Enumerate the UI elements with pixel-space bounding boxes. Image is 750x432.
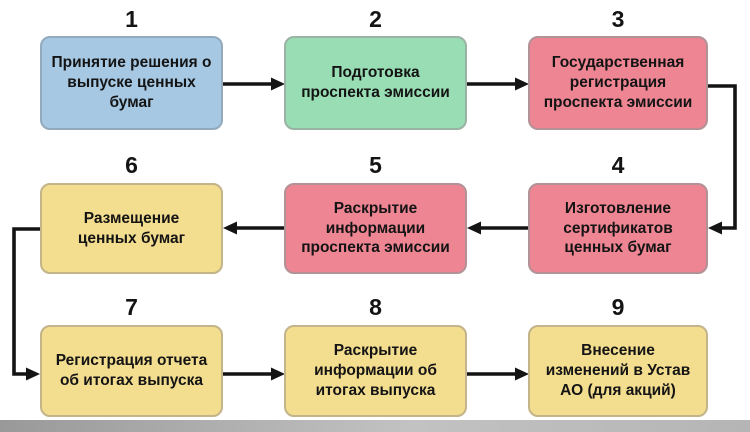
step-5-label: Раскрытие информации проспекта эмиссии [301, 199, 450, 257]
step-3-label: Государственная регистрация проспекта эм… [543, 54, 693, 111]
arrow-1-2 [223, 77, 285, 91]
arrow-4-5 [467, 221, 528, 235]
step-4-number: 4 [611, 151, 625, 178]
step-6-label: Размещение ценных бумаг [77, 209, 186, 247]
step-9-label: Внесение изменений в Устав АО (для акций… [545, 342, 691, 399]
step-3-box: Государственная регистрация проспекта эм… [528, 36, 708, 130]
step-2-label: Подготовка проспекта эмиссии [301, 64, 450, 101]
step-4-box: Изготовление сертификатов ценных бумаг [528, 183, 708, 274]
step-7-number: 7 [125, 293, 138, 320]
arrow-7-8 [223, 367, 285, 381]
arrow-6-7 [12, 227, 40, 381]
step-2-box: Подготовка проспекта эмиссии [284, 36, 467, 130]
bottom-edge-shadow [0, 420, 750, 432]
step-6-number: 6 [125, 151, 138, 178]
step-8-label: Раскрытие информации об итогах выпуска [314, 342, 437, 399]
step-1-box: Принятие решения о выпуске ценных бумаг [40, 36, 223, 130]
step-9-box: Внесение изменений в Устав АО (для акций… [528, 325, 708, 417]
arrow-2-3 [467, 77, 529, 91]
step-9-number: 9 [611, 293, 625, 320]
step-5-number: 5 [369, 151, 382, 178]
step-8-box: Раскрытие информации об итогах выпуска [284, 325, 467, 417]
step-3-number: 3 [611, 5, 625, 32]
step-7-label: Регистрация отчета об итогах выпуска [55, 352, 208, 389]
step-1-label: Принятие решения о выпуске ценных бумаг [51, 54, 212, 111]
step-7-box: Регистрация отчета об итогах выпуска [40, 325, 223, 417]
arrow-3-4 [708, 84, 737, 235]
step-8-number: 8 [369, 293, 382, 320]
step-4-label: Изготовление сертификатов ценных бумаг [563, 199, 673, 257]
arrow-8-9 [467, 367, 529, 381]
arrow-5-6 [223, 221, 284, 235]
step-1-number: 1 [125, 5, 138, 32]
step-6-box: Размещение ценных бумаг [40, 183, 223, 274]
step-2-number: 2 [369, 5, 382, 32]
step-5-box: Раскрытие информации проспекта эмиссии [284, 183, 467, 274]
